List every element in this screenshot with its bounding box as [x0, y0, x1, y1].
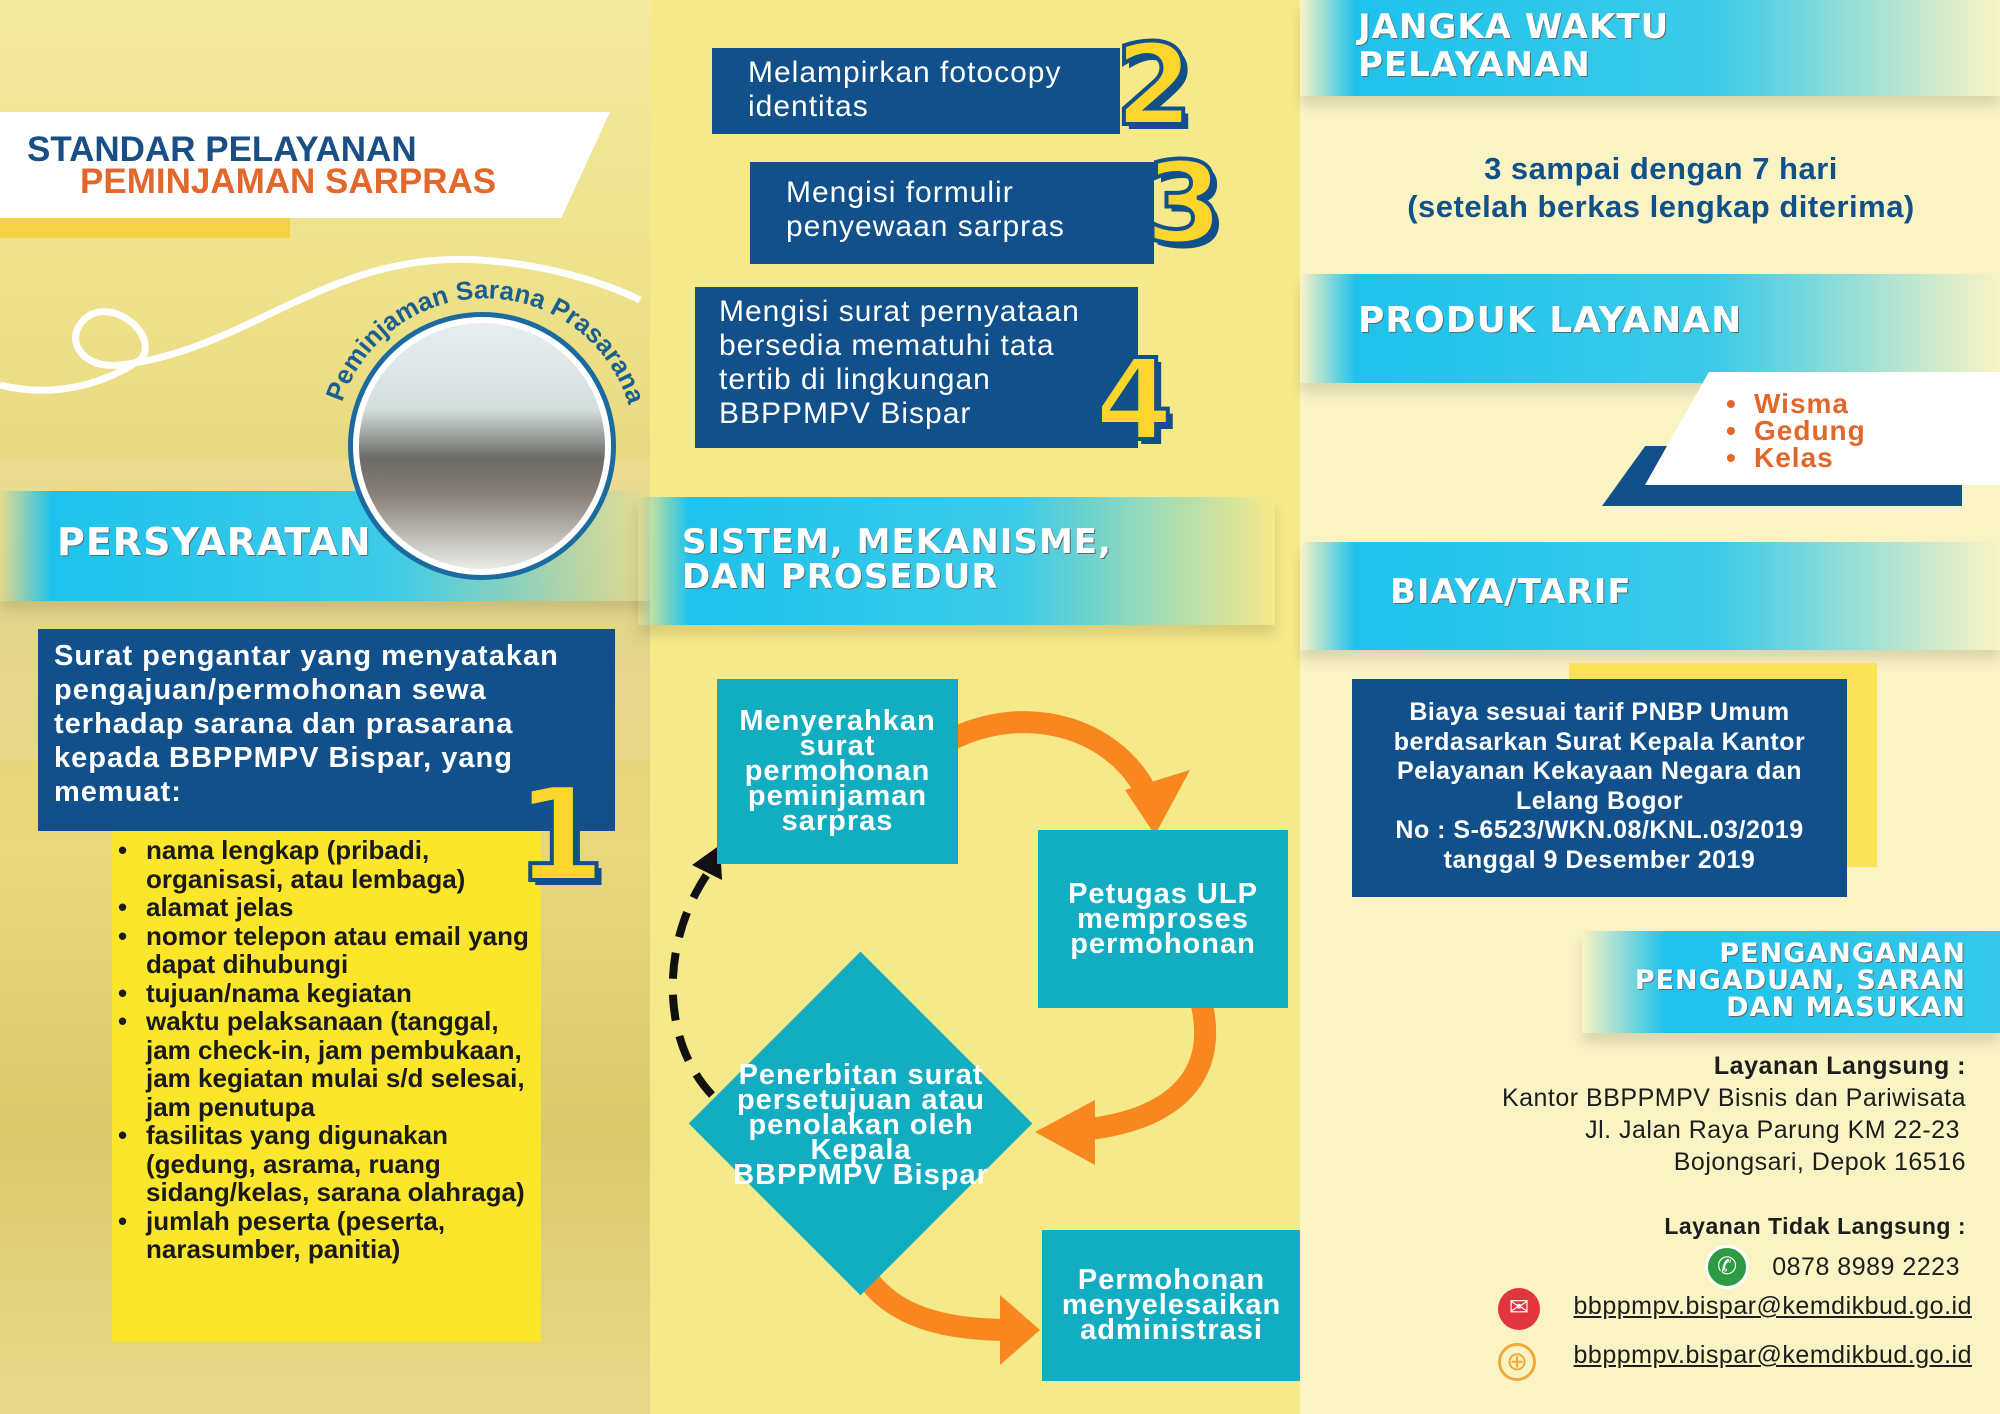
jangka-heading: JANGKA WAKTU PELAYANAN [1358, 8, 1669, 84]
photo-caption: Peminjaman Sarana Prasarana [320, 274, 650, 407]
langsung-label: Layanan Langsung : [1713, 1052, 1966, 1080]
globe-icon: ⊕ [1498, 1343, 1536, 1381]
step-number-3: 3 [1143, 139, 1225, 269]
left-panel: STANDAR PELAYANAN PEMINJAMAN SARPRAS PER… [0, 0, 650, 1414]
step-4-text: Mengisi surat pernyataan bersedia mematu… [719, 295, 1080, 430]
jangka-line2: (setelah berkas lengkap diterima) [1407, 189, 1915, 224]
biaya-text: Biaya sesuai tarif PNBP Umum berdasarkan… [1393, 698, 1806, 815]
whatsapp-icon: ✆ [1705, 1245, 1749, 1289]
arrow-3-head-icon [1000, 1295, 1040, 1365]
jangka-heading-line2: PELAYANAN [1358, 45, 1591, 85]
biaya-number: No : S-6523/WKN.08/KNL.03/2019 [1395, 816, 1804, 844]
pengaduan-heading-line3: DAN MASUKAN [1726, 992, 1966, 1023]
biaya-heading: BIAYA/TARIF [1390, 572, 1632, 612]
phone-number[interactable]: 0878 8989 2223 [1772, 1253, 1960, 1281]
sistem-heading-line2: DAN PROSEDUR [682, 557, 999, 597]
produk-item: Wisma [1720, 390, 1866, 418]
title-line2: PEMINJAMAN SARPRAS [80, 162, 497, 201]
requirement-item: alamat jelas [112, 893, 531, 922]
pengaduan-band [1582, 931, 2000, 1033]
tidak-langsung-label: Layanan Tidak Langsung : [1664, 1213, 1966, 1239]
produk-heading: PRODUK LAYANAN [1358, 300, 1743, 341]
sistem-heading: SISTEM, MEKANISME, DAN PROSEDUR [682, 525, 1112, 595]
requirement-item: nomor telepon atau email yang dapat dihu… [112, 921, 531, 979]
produk-band [1300, 274, 2000, 383]
jangka-text: 3 sampai dengan 7 hari (setelah berkas l… [1300, 150, 2000, 226]
flow-step-1: Menyerahkan surat permohonan peminjaman … [717, 679, 958, 864]
persyaratan-intro-box: Surat pengantar yang menyatakan pengajua… [38, 629, 615, 831]
middle-panel: Melampirkan fotocopy identitas 2 Mengisi… [638, 0, 1301, 1414]
jangka-band [1300, 0, 2000, 96]
requirement-item: fasilitas yang digunakan (gedung, asrama… [112, 1121, 531, 1207]
title-line1: STANDAR PELAYANAN [27, 130, 417, 169]
pengaduan-heading: PENGANGANAN PENGADUAN, SARAN DAN MASUKAN [1635, 940, 1966, 1021]
pengaduan-heading-line2: PENGADUAN, SARAN [1634, 965, 1966, 996]
address-line3: Bojongsari, Depok 16516 [1673, 1148, 1966, 1176]
persyaratan-intro: Surat pengantar yang menyatakan pengajua… [54, 640, 559, 808]
step-2-text: Melampirkan fotocopy identitas [748, 56, 1062, 123]
flow-step-4-text: Permohonan menyelesaikan administrasi [1061, 1264, 1282, 1346]
produk-list: Wisma Gedung Kelas [1720, 390, 1866, 472]
arrow-1-head-icon [1125, 770, 1190, 835]
step-number-4: 4 [1093, 336, 1175, 466]
title-banner [0, 112, 610, 218]
requirements-list-box: nama lengkap (pribadi, organisasi, atau … [112, 826, 541, 1342]
step-number-2: 2 [1113, 21, 1195, 151]
requirement-item: nama lengkap (pribadi, organisasi, atau … [112, 836, 531, 893]
flow-step-4: Permohonan menyelesaikan administrasi [1042, 1230, 1301, 1381]
step-3-box: Mengisi formulir penyewaan sarpras [750, 162, 1154, 264]
sistem-heading-line1: SISTEM, MEKANISME, [682, 522, 1112, 562]
flow-step-2-text: Petugas ULP memproses permohonan [1068, 877, 1258, 960]
flow-step-3-text: Penerbitan surat persetujuan atau penola… [733, 1058, 989, 1191]
flow-step-3: Penerbitan surat persetujuan atau penola… [732, 1030, 990, 1220]
flow-step-2: Petugas ULP memproses permohonan [1038, 830, 1288, 1008]
title-accent [0, 218, 290, 238]
jangka-heading-line1: JANGKA WAKTU [1358, 7, 1670, 47]
email-link[interactable]: bbppmpv.bispar@kemdikbud.go.id [1573, 1292, 1972, 1320]
website-link[interactable]: bbppmpv.bispar@kemdikbud.go.id [1573, 1341, 1972, 1369]
persyaratan-heading: PERSYARATAN [57, 520, 372, 564]
dashed-return-arrow-icon [668, 867, 715, 1098]
address-line1: Kantor BBPPMPV Bisnis dan Pariwisata [1501, 1084, 1966, 1112]
decorative-swirl [0, 255, 642, 394]
hall-photo [359, 323, 605, 569]
pengaduan-heading-line1: PENGANGANAN [1719, 938, 1966, 969]
dashed-arrow-head-icon [692, 845, 722, 880]
jangka-line1: 3 sampai dengan 7 hari [1484, 151, 1838, 186]
email-icon: ✉ [1498, 1288, 1540, 1330]
produk-item: Gedung [1720, 417, 1866, 445]
svg-text:Peminjaman Sarana Prasarana: Peminjaman Sarana Prasarana [320, 274, 650, 407]
step-3-text: Mengisi formulir penyewaan sarpras [786, 176, 1065, 243]
produk-item: Kelas [1720, 444, 1866, 472]
step-number-1: 1 [513, 759, 607, 911]
requirement-item: jumlah peserta (peserta, narasumber, pan… [112, 1206, 531, 1264]
arrow-2-head-icon [1035, 1100, 1095, 1165]
requirement-item: tujuan/nama kegiatan [112, 978, 531, 1008]
address-line2: Jl. Jalan Raya Parung KM 22-23 [1585, 1116, 1960, 1144]
biaya-band [1300, 542, 2000, 650]
right-panel: JANGKA WAKTU PELAYANAN 3 sampai dengan 7… [1300, 0, 2000, 1414]
biaya-box: Biaya sesuai tarif PNBP Umum berdasarkan… [1352, 679, 1847, 897]
biaya-date: tanggal 9 Desember 2019 [1443, 845, 1756, 874]
sistem-band [638, 497, 1275, 625]
step-4-box: Mengisi surat pernyataan bersedia mematu… [695, 287, 1138, 448]
flow-step-1-text: Menyerahkan surat permohonan peminjaman … [739, 705, 936, 837]
step-2-box: Melampirkan fotocopy identitas [712, 48, 1120, 134]
arrow-1-icon [945, 711, 1161, 805]
requirement-item: waktu pelaksanaan (tanggal, jam check-in… [112, 1007, 531, 1121]
photo-frame [348, 312, 616, 580]
